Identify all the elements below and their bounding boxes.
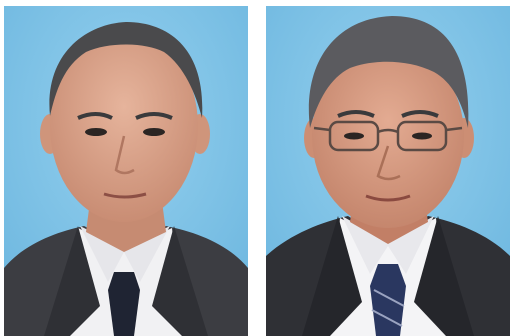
mouth bbox=[365, 194, 411, 202]
eyebrow-left bbox=[337, 110, 375, 118]
lapel-left bbox=[44, 226, 100, 336]
portrait-right-svg bbox=[266, 6, 510, 336]
portrait-photo-left bbox=[4, 6, 248, 336]
lapel-right bbox=[152, 226, 208, 336]
hair bbox=[49, 22, 203, 118]
eyebrow-left bbox=[77, 112, 113, 120]
eye-right bbox=[143, 128, 165, 136]
eyebrow-right bbox=[135, 112, 173, 120]
nose bbox=[376, 145, 401, 181]
glasses bbox=[313, 120, 463, 152]
face bbox=[50, 30, 198, 222]
lapel-left bbox=[302, 216, 362, 336]
lapel-right bbox=[414, 216, 474, 336]
face bbox=[312, 44, 464, 228]
eye-left bbox=[344, 132, 364, 140]
nose bbox=[114, 135, 135, 175]
portrait-photo-right bbox=[266, 6, 510, 336]
portrait-left-svg bbox=[4, 6, 248, 336]
eyebrow-right bbox=[401, 110, 439, 118]
tie bbox=[108, 272, 140, 336]
hair bbox=[308, 16, 469, 128]
tie bbox=[370, 264, 406, 336]
mouth bbox=[103, 192, 147, 199]
eye-right bbox=[412, 132, 432, 140]
eye-left bbox=[85, 128, 107, 136]
tie-stripe bbox=[371, 289, 405, 327]
